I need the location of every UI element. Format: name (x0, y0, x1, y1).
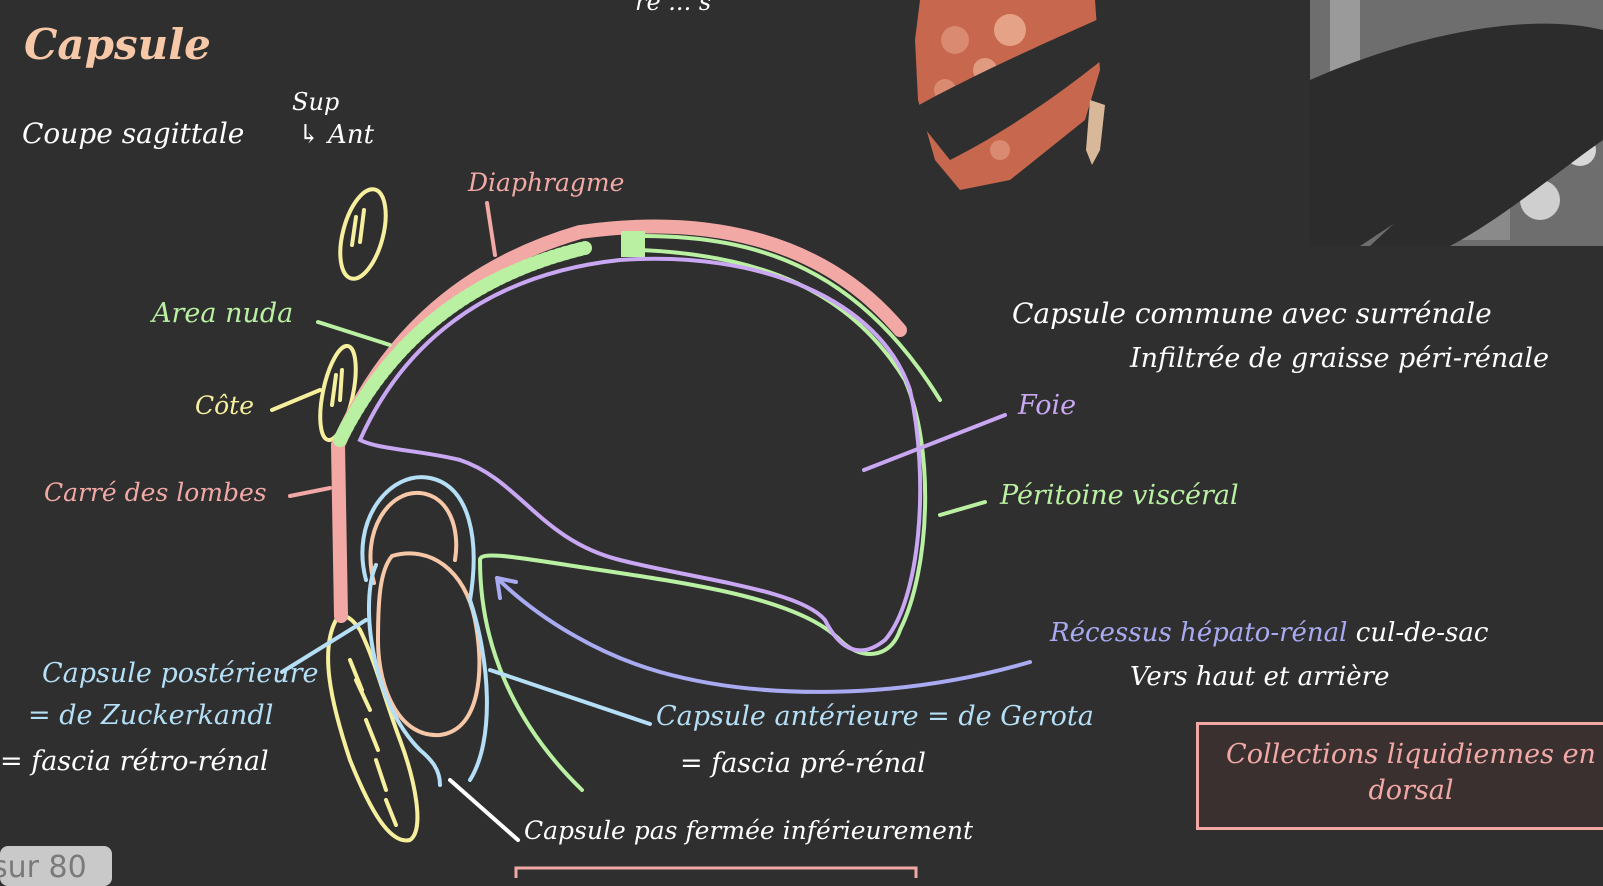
rib-ellipse-middle (318, 343, 358, 443)
label-recessus-direction: Vers haut et arrière (1130, 662, 1390, 692)
label-capsule-posterieure-3: = fascia rétro-rénal (0, 746, 269, 777)
rib-ellipse-upper (338, 187, 388, 281)
orientation-sup: Sup (292, 88, 340, 116)
label-recessus: Récessus hépato-rénal cul-de-sac (1050, 620, 1488, 646)
label-capsule-anterieure-2: = fascia pré-rénal (680, 748, 926, 779)
label-capsule-posterieure-2: = de Zuckerkandl (28, 700, 274, 731)
liver-photo (910, 0, 1170, 190)
collections-line-1: Collections liquidiennes en (1226, 739, 1596, 770)
page-counter-text: sur 80 (0, 850, 87, 885)
page-title: Capsule (24, 20, 211, 69)
label-foie: Foie (1018, 390, 1077, 421)
label-capsule-inferieure: Capsule pas fermée inférieurement (524, 816, 974, 845)
section-label: Coupe sagittale (22, 117, 245, 150)
top-partial-text: re ... s (635, 0, 712, 16)
label-peritoine: Péritoine viscéral (1000, 480, 1239, 511)
label-carre-lombes: Carré des lombes (44, 478, 267, 507)
label-recessus-name: Récessus hépato-rénal (1050, 618, 1348, 648)
label-area-nuda: Area nuda (152, 298, 294, 329)
label-diaphragme: Diaphragme (468, 168, 625, 197)
collections-box: Collections liquidiennes en dorsal (1196, 722, 1603, 830)
label-capsule-commune: Capsule commune avec surrénale (1012, 297, 1492, 330)
label-infiltree: Infiltrée de graisse péri-rénale (1130, 343, 1549, 374)
ct-scan-image (1310, 0, 1603, 247)
orientation-ant: ↳ Ant (298, 120, 375, 150)
label-capsule-anterieure-1: Capsule antérieure = de Gerota (656, 701, 1094, 732)
label-capsule-posterieure-1: Capsule postérieure (42, 658, 319, 689)
rib-lower (326, 613, 420, 843)
collections-line-2: dorsal (1368, 775, 1454, 807)
page-counter[interactable]: sur 80 (0, 846, 112, 886)
label-recessus-cul-de-sac: cul-de-sac (1347, 618, 1489, 648)
label-cote: Côte (195, 391, 255, 420)
